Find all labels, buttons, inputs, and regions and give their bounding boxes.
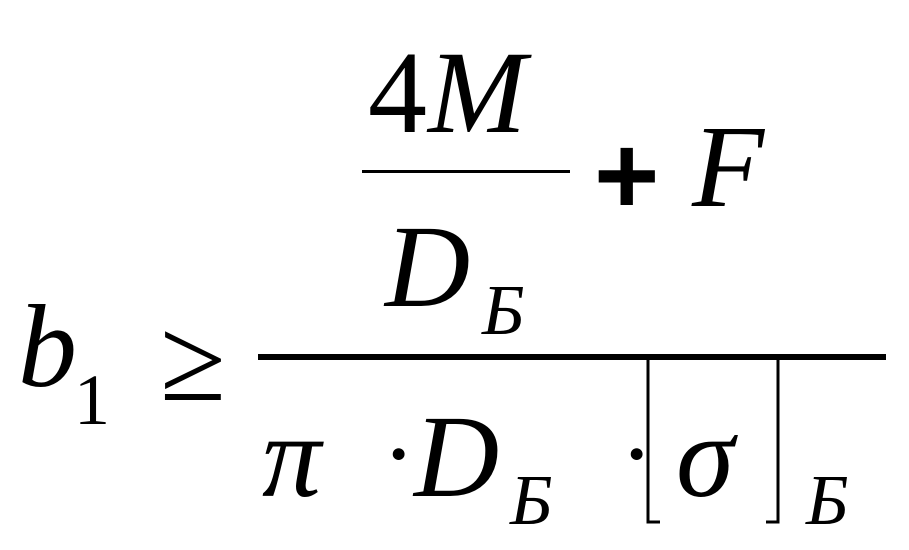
relation-sign: ≥ — [160, 293, 226, 426]
lhs-subscript: 1 — [74, 360, 110, 440]
plus-sign: + — [594, 113, 660, 238]
main-fraction-bar — [258, 354, 886, 360]
sigma-symbol: σ — [676, 391, 735, 522]
left-bracket — [646, 354, 660, 524]
inner-denominator-variable: D — [385, 201, 471, 332]
numerator-coefficient: 4 — [368, 27, 427, 158]
diameter-variable: D — [414, 391, 500, 522]
numerator-moment: M — [428, 27, 527, 158]
sigma-subscript: Б — [806, 460, 849, 540]
multiplication-dot-1: · — [382, 398, 416, 509]
pi-symbol: π — [262, 391, 322, 522]
inner-fraction-bar — [362, 170, 570, 173]
inner-denominator-subscript: Б — [482, 270, 525, 350]
diameter-subscript: Б — [510, 460, 553, 540]
right-bracket — [766, 354, 780, 524]
lhs-variable: b — [18, 281, 77, 412]
force-variable: F — [692, 101, 765, 232]
